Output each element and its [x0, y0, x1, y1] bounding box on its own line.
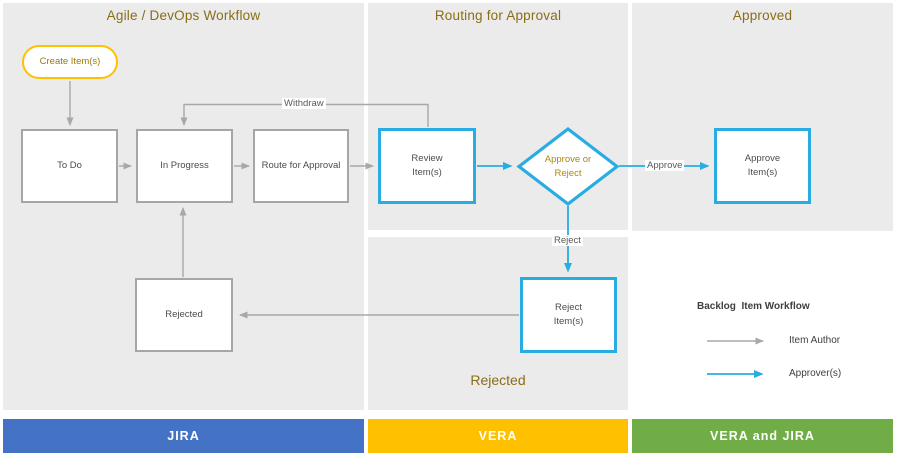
legend-row-item-author: Item Author: [707, 335, 840, 346]
edge-label-approve: Approve: [645, 160, 685, 171]
node-rejected-label: Rejected: [165, 309, 203, 321]
legend-label-approvers: Approver(s): [789, 368, 842, 379]
lane-title-approved: Approved: [732, 8, 793, 23]
node-to-do-label: To Do: [57, 160, 82, 172]
blue-arrow-icon: [707, 369, 764, 378]
node-in-progress: In Progress: [136, 129, 233, 203]
node-approve-items-label: Approve Item(s): [744, 153, 781, 178]
node-reject-items: Reject Item(s): [520, 277, 617, 353]
edge-label-withdraw: Withdraw: [282, 98, 326, 109]
node-route-for-approval: Route for Approval: [253, 129, 349, 203]
node-approve-or-reject-decision: Approve or Reject: [515, 125, 621, 208]
vera-bar: VERA: [368, 419, 628, 453]
decision-diamond-shape: [516, 126, 620, 207]
node-approve-items: Approve Item(s): [714, 128, 811, 204]
node-to-do: To Do: [21, 129, 118, 203]
vera-and-jira-bar: VERA and JIRA: [632, 419, 893, 453]
lane-title-agile: Agile / DevOps Workflow: [106, 8, 261, 23]
section-title-rejected: Rejected: [470, 372, 526, 388]
node-create-items: Create Item(s): [22, 45, 118, 79]
node-approve-or-reject-label: Approve or Reject: [544, 153, 592, 179]
lane-title-routing: Routing for Approval: [434, 8, 562, 23]
node-reject-items-label: Reject Item(s): [553, 302, 584, 327]
node-review-items: Review Item(s): [378, 128, 476, 204]
node-review-items-label: Review Item(s): [411, 153, 443, 178]
legend-title: Backlog Item Workflow: [697, 301, 810, 312]
legend-label-item-author: Item Author: [789, 335, 841, 346]
node-create-items-label: Create Item(s): [39, 56, 101, 68]
node-in-progress-label: In Progress: [160, 160, 209, 172]
gray-arrow-icon: [707, 337, 764, 344]
legend-row-approvers: Approver(s): [707, 368, 841, 379]
node-rejected: Rejected: [135, 278, 233, 352]
node-route-for-approval-label: Route for Approval: [261, 160, 341, 172]
jira-bar: JIRA: [3, 419, 364, 453]
edge-label-reject: Reject: [552, 235, 583, 246]
